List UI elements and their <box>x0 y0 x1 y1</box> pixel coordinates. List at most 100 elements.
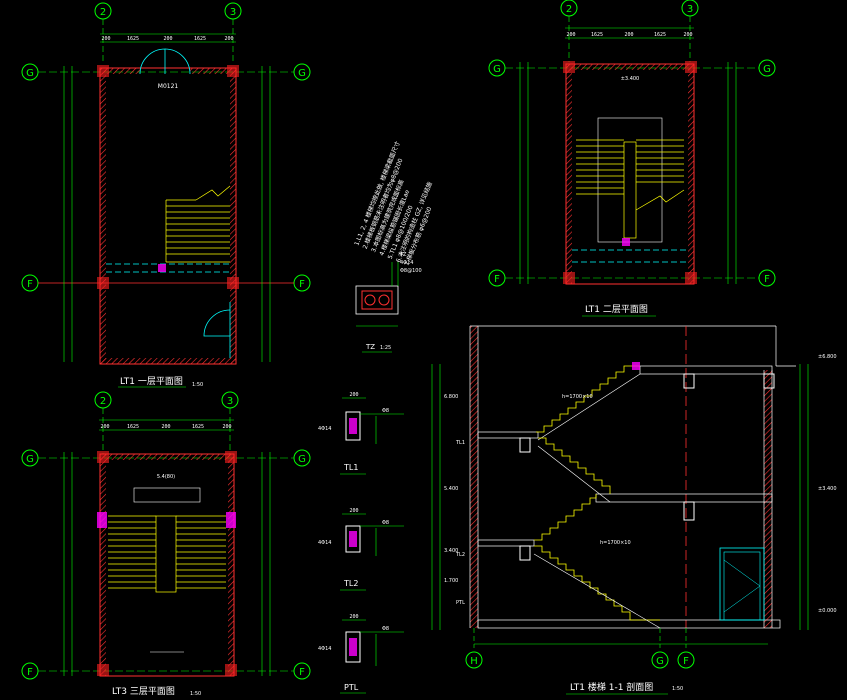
stair-flight-plan1 <box>165 185 231 263</box>
svg-text:F: F <box>683 656 689 667</box>
svg-text:200: 200 <box>683 32 692 38</box>
svg-text:Φ8: Φ8 <box>382 626 389 632</box>
stair-flight-plan2 <box>576 139 685 239</box>
svg-text:1:50: 1:50 <box>192 382 203 388</box>
svg-text:G: G <box>298 454 306 465</box>
beam-section-tl1: 200 Φ8 4Φ14 TL1 <box>318 392 404 475</box>
room-label-m0121: M0121 <box>158 83 179 90</box>
svg-text:200: 200 <box>101 36 110 42</box>
svg-text:4Φ14: 4Φ14 <box>318 540 331 546</box>
svg-text:G: G <box>656 656 664 667</box>
svg-text:TL1: TL1 <box>455 440 465 446</box>
axis-bubble-g-left-plan3: G <box>21 449 39 467</box>
svg-text:5.4(80): 5.4(80) <box>157 474 175 480</box>
svg-text:200: 200 <box>222 424 231 430</box>
axis-bubble-3-top-plan2: 3 <box>681 0 699 17</box>
svg-text:200: 200 <box>161 424 170 430</box>
svg-text:G: G <box>26 68 34 79</box>
column-section-tz: TZ 4Φ14 Φ8@100 TZ 1:25 <box>355 252 422 353</box>
axis-bubble-g-left-plan2: G <box>488 59 506 77</box>
axis-bubble-g-left: G <box>21 63 39 81</box>
axis-bubble-h-section: H <box>465 651 483 669</box>
plan1-title: LT1 一层平面图 <box>120 376 183 387</box>
svg-text:1:25: 1:25 <box>380 345 391 351</box>
svg-text:200: 200 <box>349 392 358 398</box>
beam-section-tl2: 200 Φ8 4Φ14 TL2 <box>318 508 404 591</box>
svg-text:G: G <box>26 454 34 465</box>
svg-text:1625: 1625 <box>591 32 603 38</box>
svg-text:200: 200 <box>163 36 172 42</box>
svg-text:F: F <box>299 667 305 678</box>
svg-text:5.400: 5.400 <box>444 486 458 492</box>
svg-text:G: G <box>493 64 501 75</box>
svg-text:G: G <box>298 68 306 79</box>
svg-text:1:50: 1:50 <box>190 691 201 697</box>
plan-lt1-first-floor: 2 3 200 1625 200 1625 200 G G F <box>21 2 311 388</box>
axis-bubble-3-top-plan3: 3 <box>221 391 239 409</box>
svg-text:2: 2 <box>566 4 572 15</box>
svg-text:PTL: PTL <box>456 600 465 606</box>
svg-text:6.800: 6.800 <box>444 394 458 400</box>
plan2-title: LT1 二层平面图 <box>585 304 648 315</box>
svg-text:1625: 1625 <box>127 424 139 430</box>
svg-text:1.700: 1.700 <box>444 578 458 584</box>
svg-text:F: F <box>27 279 33 290</box>
svg-text:200: 200 <box>349 614 358 620</box>
svg-text:±6.800: ±6.800 <box>818 354 837 360</box>
design-notes: 1.L1, 2, 4 楼梯均按此做, 楼梯梁截面尺寸 2.楼梯板钢筋未注明者均为… <box>352 140 433 267</box>
svg-text:±0.000: ±0.000 <box>818 608 837 614</box>
svg-text:±3.400: ±3.400 <box>818 486 837 492</box>
svg-text:200: 200 <box>224 36 233 42</box>
svg-text:Φ8@100: Φ8@100 <box>400 268 422 274</box>
svg-text:±3.400: ±3.400 <box>621 76 640 82</box>
axis-bubble-g-right-plan3: G <box>293 449 311 467</box>
svg-text:TZ: TZ <box>365 343 375 351</box>
svg-text:TZ: TZ <box>399 252 407 258</box>
svg-text:4Φ14: 4Φ14 <box>318 646 331 652</box>
svg-text:F: F <box>27 667 33 678</box>
stair-flight-plan3 <box>108 515 226 593</box>
stair-flights-section <box>533 365 661 629</box>
axis-bubble-2-top: 2 <box>94 2 112 20</box>
axis-bubble-f-left-plan3: F <box>21 662 39 680</box>
svg-text:Φ8: Φ8 <box>382 520 389 526</box>
axis-bubble-f-left: F <box>21 274 39 292</box>
tl2-label: TL2 <box>343 579 358 588</box>
plan3-title: LT3 三层平面图 <box>112 686 175 697</box>
plan-lt1-second-floor: 2 3 200 1625 200 1625 200 G G F <box>488 0 776 317</box>
svg-text:1625: 1625 <box>194 36 206 42</box>
svg-text:H: H <box>470 656 478 667</box>
ptl-label: PTL <box>344 683 359 692</box>
axis-bubble-3-top: 3 <box>224 2 242 20</box>
svg-text:1625: 1625 <box>192 424 204 430</box>
svg-text:G: G <box>763 64 771 75</box>
axis-bubble-f-left-plan2: F <box>488 269 506 287</box>
svg-text:4Φ14: 4Φ14 <box>318 426 331 432</box>
axis-bubble-f-right: F <box>293 274 311 292</box>
svg-text:TL2: TL2 <box>455 552 465 558</box>
svg-text:1:50: 1:50 <box>672 686 683 692</box>
svg-text:F: F <box>299 279 305 290</box>
svg-text:3: 3 <box>230 7 236 18</box>
svg-text:4Φ14: 4Φ14 <box>400 260 413 266</box>
svg-text:1625: 1625 <box>654 32 666 38</box>
section-1-1: 6.800 5.400 3.400 1.700 ±6.800 ±3.400 ±0… <box>431 325 837 695</box>
plan-lt3-third-floor: 2 3 200 1625 200 1625 200 G G F <box>21 391 311 697</box>
svg-text:3: 3 <box>687 4 693 15</box>
axis-bubble-f-right-plan2: F <box>758 269 776 287</box>
axis-bubble-g-section: G <box>651 651 669 669</box>
svg-text:200: 200 <box>624 32 633 38</box>
tl1-label: TL1 <box>343 463 358 472</box>
axis-bubble-f-section: F <box>677 651 695 669</box>
svg-text:200: 200 <box>349 508 358 514</box>
svg-text:200: 200 <box>100 424 109 430</box>
svg-text:h=1700×10: h=1700×10 <box>562 394 593 400</box>
beam-section-ptl: 200 Φ8 4Φ14 PTL <box>318 614 404 694</box>
svg-text:F: F <box>494 274 500 285</box>
svg-text:Φ8: Φ8 <box>382 408 389 414</box>
axis-bubble-g-right-plan2: G <box>758 59 776 77</box>
axis-bubble-g-right: G <box>293 63 311 81</box>
axis-bubble-f-right-plan3: F <box>293 662 311 680</box>
svg-text:3.400: 3.400 <box>444 548 458 554</box>
